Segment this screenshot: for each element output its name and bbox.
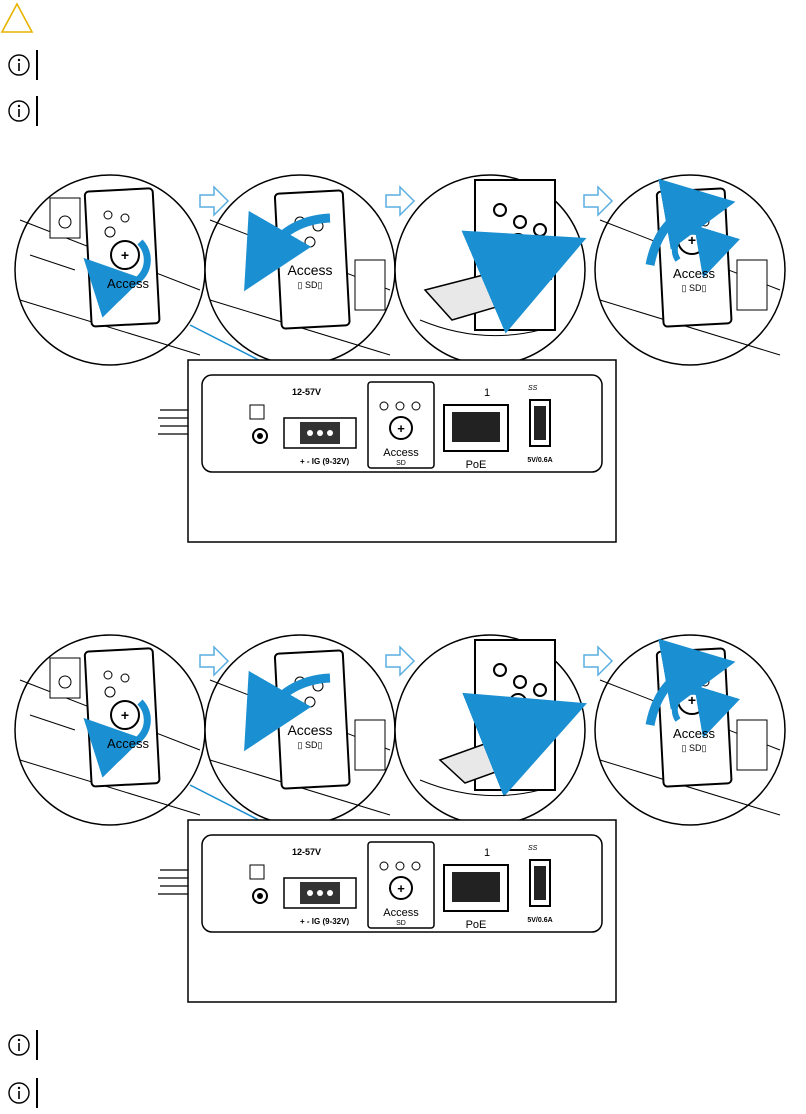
svg-text:SD: SD [396,920,406,927]
step-4-close-screw-bubble: + Access ▯ SD▯ [594,174,786,366]
svg-text:+: + [397,881,405,896]
svg-text:Access: Access [107,736,149,751]
device-io-panel: 12-57V + - IG (9-32V) + Access SD 1 PoE … [158,819,617,1003]
step-3-insert-card-bubble [394,634,587,826]
info-icon [8,54,30,76]
svg-text:Access: Access [287,262,332,278]
svg-text:▯ SD▯: ▯ SD▯ [682,283,707,293]
step-arrow-icon [199,185,614,217]
svg-text:+ - IG (9-32V): + - IG (9-32V) [300,917,349,926]
svg-text:Access: Access [673,726,715,741]
figure-sd-card-install: + Access Access ▯ SD▯ [0,160,806,550]
info-note-4 [0,1078,38,1108]
step-1-unscrew-bubble: + Access [14,174,206,366]
svg-text:5V/0.6A: 5V/0.6A [527,917,552,924]
info-note-2 [0,96,38,126]
svg-text:Access: Access [287,722,332,738]
step-2-open-door-bubble: Access ▯ SD▯ [204,174,396,366]
step-2-open-door-bubble: Access ▯ SD▯ [204,634,396,826]
svg-text:PoE: PoE [466,919,487,931]
svg-text:▯ SD▯: ▯ SD▯ [298,280,323,290]
step-arrow-icon [199,645,614,677]
microsd-card-illustration: + Access Access ▯ SD▯ [14,634,786,1003]
svg-text:▯ SD▯: ▯ SD▯ [682,743,707,753]
svg-text:12-57V: 12-57V [292,387,321,397]
svg-text:SD: SD [396,460,406,467]
info-note-1 [0,50,38,80]
svg-text:SS: SS [528,845,538,852]
svg-text:1: 1 [484,847,490,859]
svg-text:Access: Access [383,447,419,459]
svg-text:▯ SD▯: ▯ SD▯ [298,740,323,750]
step-4-close-screw-bubble: + Access ▯ SD▯ [594,634,786,826]
svg-text:+: + [121,247,129,263]
step-3-insert-card-bubble [394,174,587,366]
svg-text:5V/0.6A: 5V/0.6A [527,457,552,464]
svg-text:12-57V: 12-57V [292,847,321,857]
info-icon [8,1082,30,1104]
svg-text:Access: Access [383,907,419,919]
device-io-panel: 12-57V + - IG (9-32V) + Access SD 1 PoE … [158,359,617,543]
svg-text:SS: SS [528,385,538,392]
caution-note [0,2,34,34]
figure-microsd-card-install: + Access Access ▯ SD▯ [0,620,806,1010]
info-note-3 [0,1030,38,1060]
svg-text:PoE: PoE [466,459,487,471]
svg-text:+: + [121,707,129,723]
svg-text:Access: Access [107,276,149,291]
svg-text:Access: Access [673,266,715,281]
step-1-unscrew-bubble: + Access [14,634,206,826]
svg-text:+: + [397,421,405,436]
caution-icon [0,2,34,33]
info-icon [8,100,30,122]
svg-text:1: 1 [484,387,490,399]
info-icon [8,1034,30,1056]
sd-card-illustration: + Access Access ▯ SD▯ [14,174,786,543]
svg-text:+ - IG (9-32V): + - IG (9-32V) [300,457,349,466]
